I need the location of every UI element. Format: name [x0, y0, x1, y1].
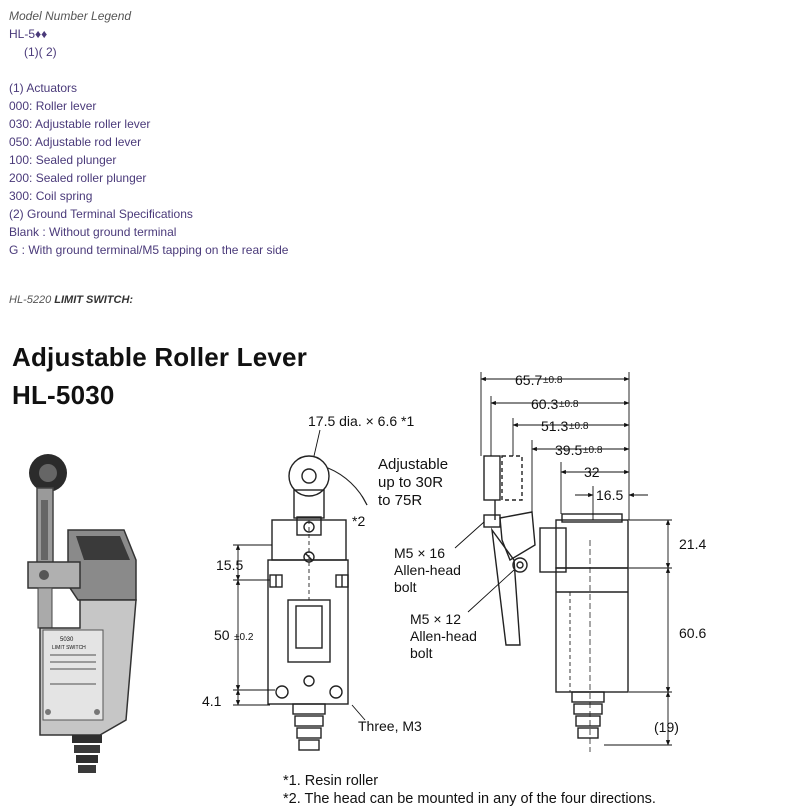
- front-view: [267, 455, 368, 751]
- dim-65-7: 65.7: [515, 372, 542, 388]
- dim-4-1: 4.1: [202, 693, 222, 709]
- legend-item: 300: Coil spring: [9, 189, 93, 203]
- legend-item: G : With ground terminal/M5 tapping on t…: [9, 243, 289, 257]
- dim-65-7-tol: ±0.8: [543, 375, 563, 386]
- legend-item: 030: Adjustable roller lever: [9, 117, 151, 131]
- legend-positions: (1)( 2): [24, 45, 57, 59]
- side-view: [483, 455, 629, 752]
- footnotes: *1. Resin roller *2. The head can be mou…: [283, 772, 656, 808]
- dim-21-4: 21.4: [679, 536, 706, 552]
- m5-16-line-1: M5 × 16: [394, 545, 445, 561]
- model-number-legend: Model Number Legend HL-5♦♦ (1)( 2) (1) A…: [9, 7, 288, 259]
- legend-item: Blank : Without ground terminal: [9, 225, 177, 239]
- legend-model: HL-5♦♦: [9, 27, 48, 41]
- m5-16-line-2: Allen-head: [394, 562, 461, 578]
- legend-item: 100: Sealed plunger: [9, 153, 117, 167]
- switch-reference: HL-5220 LIMIT SWITCH:: [9, 294, 133, 306]
- side-dimensions: [454, 372, 672, 746]
- m5-16-line-3: bolt: [394, 579, 417, 595]
- dim-32: 32: [584, 464, 600, 480]
- m5-12-line-2: Allen-head: [410, 628, 477, 644]
- photo-plate-model: 5030: [60, 637, 74, 643]
- dim-60-3-tol: ±0.8: [559, 399, 579, 410]
- dim-51-3: 51.3: [541, 418, 568, 434]
- dim-51-3-tol: ±0.8: [569, 421, 589, 432]
- legend-item: (1) Actuators: [9, 81, 78, 95]
- dim-15-5: 15.5: [216, 557, 243, 573]
- switch-model: HL-5220: [9, 294, 52, 306]
- head-note: *2: [352, 513, 365, 529]
- dim-19: (19): [654, 719, 679, 735]
- adjustable-line-3: to 75R: [378, 492, 422, 509]
- legend-item: 000: Roller lever: [9, 99, 97, 113]
- model-title: HL-5030: [12, 380, 115, 410]
- legend-item: 200: Sealed roller plunger: [9, 171, 147, 185]
- switch-label: LIMIT SWITCH:: [54, 294, 134, 306]
- roller-dimension: 17.5 dia. × 6.6 *1: [308, 413, 414, 429]
- dim-16-5: 16.5: [596, 487, 623, 503]
- dim-60-6: 60.6: [679, 625, 706, 641]
- adjustable-line-1: Adjustable: [378, 456, 448, 473]
- legend-item: (2) Ground Terminal Specifications: [9, 207, 193, 221]
- page-title: Adjustable Roller Lever: [12, 342, 308, 372]
- m5-12-line-1: M5 × 12: [410, 611, 461, 627]
- footnote-1: *1. Resin roller: [283, 773, 379, 789]
- m5-12-line-3: bolt: [410, 645, 433, 661]
- dim-39-5: 39.5: [555, 442, 582, 458]
- front-dimensions: [233, 544, 366, 721]
- photo-plate-name: LIMIT SWITCH: [52, 645, 86, 651]
- legend-item: 050: Adjustable rod lever: [9, 135, 142, 149]
- dim-50: 50: [214, 627, 230, 643]
- three-m3-label: Three, M3: [358, 718, 422, 734]
- dim-39-5-tol: ±0.8: [583, 445, 603, 456]
- adjustable-line-2: up to 30R: [378, 474, 443, 491]
- footnote-2: *2. The head can be mounted in any of th…: [283, 791, 656, 807]
- product-photo: 5030 LIMIT SWITCH: [27, 454, 137, 773]
- legend-title: Model Number Legend: [9, 9, 132, 23]
- dim-60-3: 60.3: [531, 396, 558, 412]
- dim-50-tol: ±0.2: [234, 632, 254, 643]
